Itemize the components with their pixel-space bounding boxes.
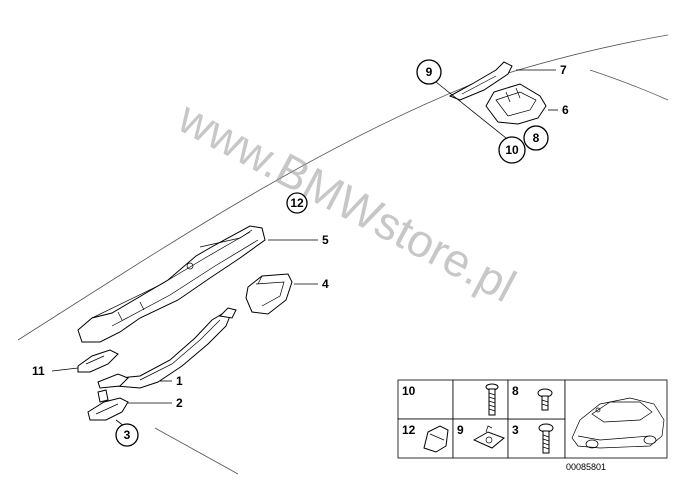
legend-num-9: 9 — [457, 423, 464, 437]
legend-num-12: 12 — [402, 423, 416, 437]
label-1: 1 — [176, 374, 183, 388]
circled-label-9: 9 — [416, 59, 442, 85]
screw-3-icon — [538, 423, 554, 454]
part-2-holder — [87, 389, 129, 421]
legend-num-3: 3 — [512, 423, 519, 437]
clip-nut-9-icon — [472, 425, 505, 449]
label-11: 11 — [32, 364, 45, 378]
svg-text:8: 8 — [533, 131, 540, 145]
part-6-mechanism — [485, 83, 547, 125]
reference-number: 00085801 — [566, 462, 606, 472]
leader-lines — [51, 69, 558, 427]
label-6: 6 — [562, 103, 569, 117]
part-7-strip — [448, 61, 513, 101]
svg-text:12: 12 — [290, 196, 304, 210]
circled-label-3: 3 — [115, 423, 139, 447]
label-5: 5 — [322, 233, 329, 247]
part-1-handle — [97, 307, 237, 389]
svg-text:10: 10 — [505, 143, 519, 157]
legend-num-8: 8 — [512, 384, 519, 398]
part-4-bracket — [245, 273, 293, 315]
part-5-trim-panel — [77, 225, 266, 343]
fastener-legend: 10 8 12 9 3 — [397, 379, 668, 459]
circled-label-10: 10 — [498, 136, 526, 164]
screw-8-icon — [537, 388, 553, 411]
car-thumbnail-icon — [571, 397, 665, 449]
circled-label-8: 8 — [523, 125, 549, 151]
label-4: 4 — [322, 277, 329, 291]
legend-num-10: 10 — [402, 384, 416, 398]
body-contour-line-upper — [589, 69, 669, 101]
watermark: www.BMWstore.pl — [169, 90, 524, 312]
part-11-cover — [77, 349, 119, 373]
screw-10-icon — [485, 383, 499, 416]
circled-label-12: 12 — [286, 192, 308, 214]
svg-text:9: 9 — [426, 65, 433, 79]
label-7: 7 — [560, 63, 567, 77]
label-2: 2 — [176, 396, 183, 410]
svg-text:3: 3 — [124, 428, 131, 442]
body-contour-line — [17, 34, 669, 341]
clip-12-icon — [423, 425, 449, 453]
body-contour-line-bottom — [154, 427, 239, 475]
